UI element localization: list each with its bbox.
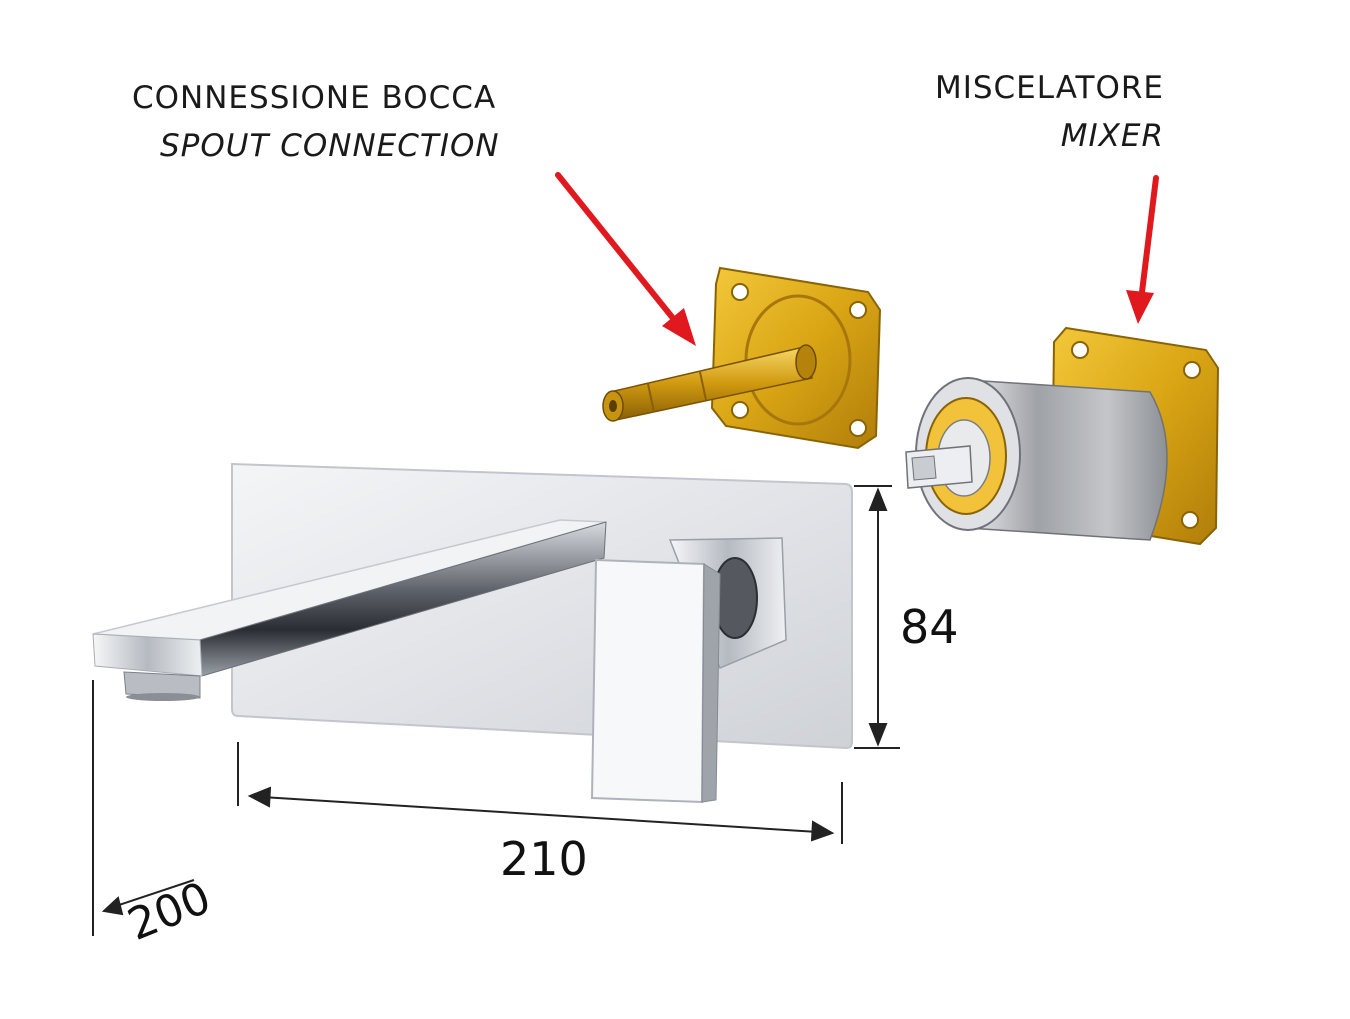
mixer-part [905,326,1220,546]
spout-connection-arrow [555,172,696,346]
height-dimension-value: 84 [900,600,959,654]
spout-connection-label-it: CONNESSIONE BOCCA [132,80,497,116]
spout-connection-label-en: SPOUT CONNECTION [160,128,500,164]
mixer-handle [590,537,787,804]
mixer-arrow [1126,175,1159,324]
height-dimension-line [854,485,900,749]
spout-connection-part [602,266,882,450]
width-dimension-value: 210 [500,832,588,886]
mixer-label-it: MISCELATORE [934,70,1164,106]
width-dimension-line [237,742,843,844]
depth-dimension-line [92,680,195,936]
mixer-label-en: MIXER [1060,118,1164,154]
spout [92,519,607,701]
